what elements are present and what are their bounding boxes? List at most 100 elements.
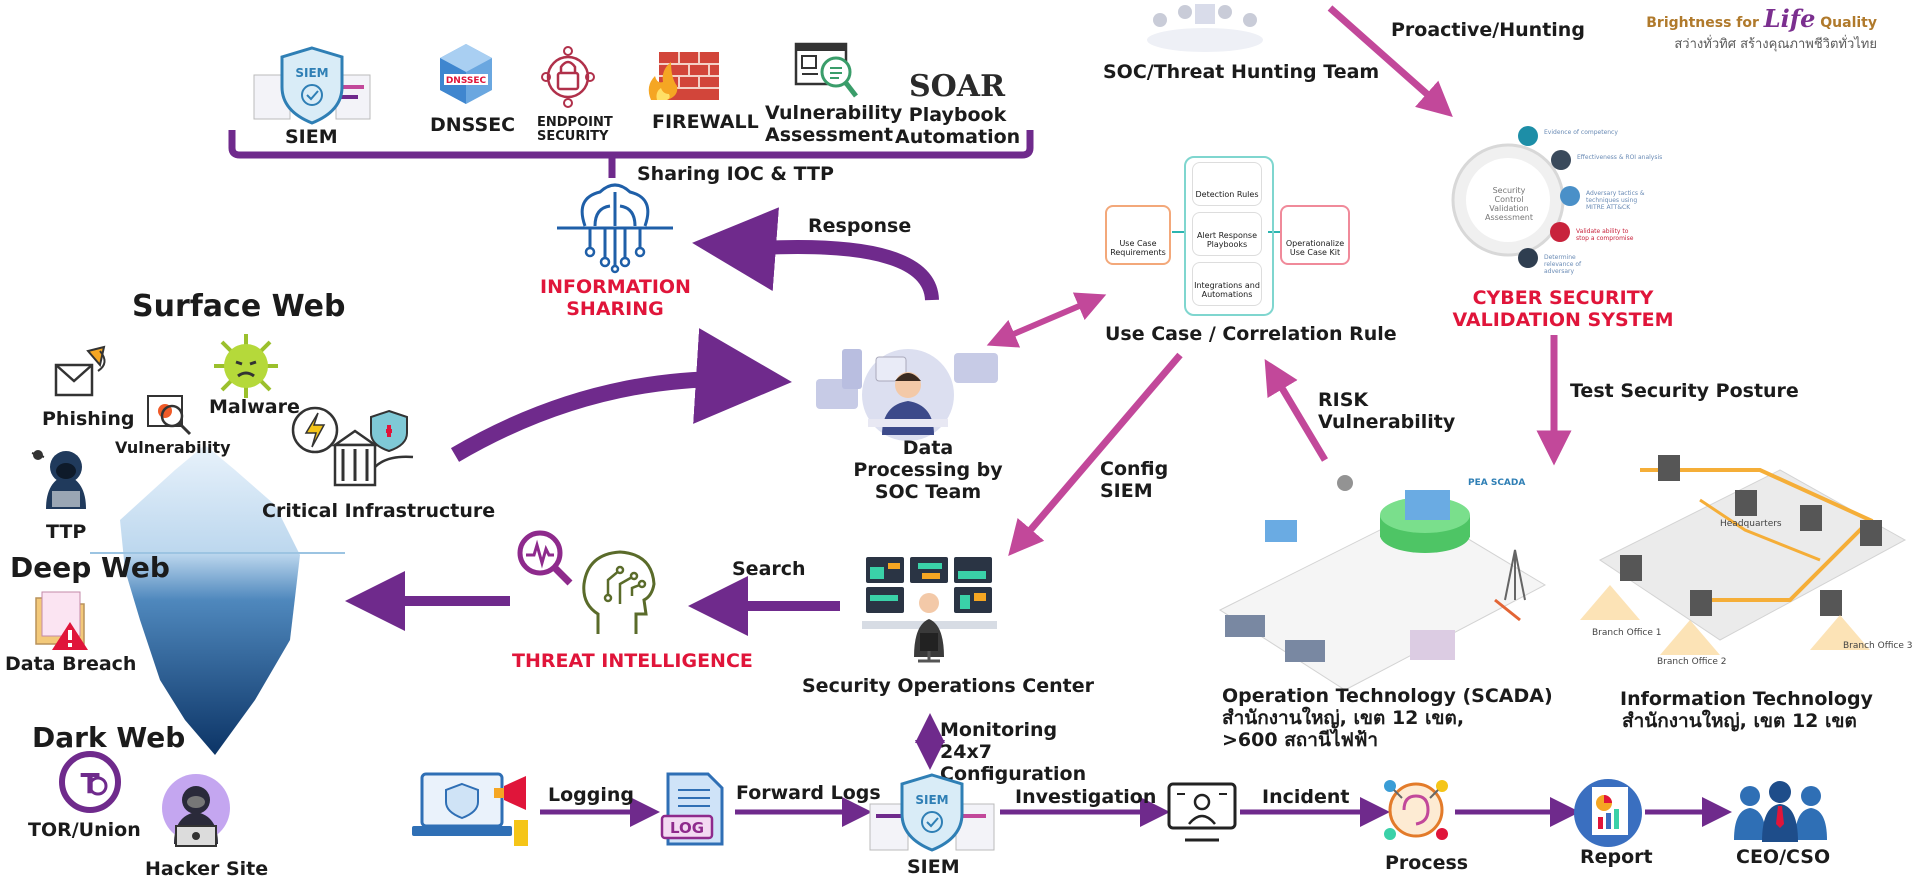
tool-playbook-label: Playbook Automation bbox=[895, 104, 1021, 148]
use-case-title: Use Case / Correlation Rule bbox=[1105, 323, 1397, 345]
use-case-card-operationalize: Operationalize Use Case Kit bbox=[1280, 205, 1350, 265]
use-case-card-requirements: Use Case Requirements bbox=[1105, 205, 1171, 265]
response-label: Response bbox=[808, 215, 912, 237]
deep-web-title: Deep Web bbox=[10, 551, 170, 584]
ttp-label: TTP bbox=[46, 521, 87, 543]
arrow-risk bbox=[1264, 358, 1329, 462]
cyber-validation-title: CYBER SECURITY VALIDATION SYSTEM bbox=[1452, 287, 1674, 331]
data-breach-icon bbox=[32, 588, 94, 650]
log-file-icon: LOG bbox=[660, 770, 732, 848]
it-line2: สำนักงานใหญ่, เขต 12 เขต bbox=[1622, 710, 1857, 732]
validation-item-4: Validate ability to stop a compromise bbox=[1576, 228, 1634, 242]
data-processing-label: Data Processing by SOC Team bbox=[853, 437, 1003, 503]
iceberg-shape bbox=[120, 445, 300, 755]
flow-logging-label: Logging bbox=[548, 784, 635, 806]
tor-label: TOR/Union bbox=[28, 819, 141, 841]
ot-title: Operation Technology (SCADA) bbox=[1222, 685, 1553, 707]
monitoring-label: Monitoring 24x7 Configuration bbox=[940, 719, 1087, 785]
use-case-card-alert: Alert Response Playbooks bbox=[1192, 212, 1262, 256]
soc-workstation-illustration bbox=[862, 553, 997, 663]
it-branch-1: Branch Office 1 bbox=[1592, 628, 1662, 638]
dark-web-title: Dark Web bbox=[32, 721, 186, 754]
ot-line3: >600 สถานีไฟฟ้า bbox=[1222, 729, 1379, 751]
arrow-surface-to-processing bbox=[450, 328, 792, 462]
it-network-illustration bbox=[1580, 455, 1907, 655]
malware-icon bbox=[210, 330, 282, 402]
sharing-ioc-label: Sharing IOC & TTP bbox=[637, 163, 834, 185]
threat-intelligence-title: THREAT INTELLIGENCE bbox=[512, 650, 753, 672]
tool-endpoint-label: ENDPOINT SECURITY bbox=[537, 115, 613, 144]
soar-logo-icon: SOAR bbox=[909, 66, 1006, 104]
logging-computer-icon bbox=[408, 770, 538, 850]
soc-center-label: Security Operations Center bbox=[802, 675, 1094, 697]
siem-shield-icon: SIEM bbox=[252, 45, 372, 125]
risk-vulnerability-label: RISK Vulnerability bbox=[1318, 389, 1456, 433]
arrow-config-siem bbox=[1008, 352, 1183, 556]
it-hq-label: Headquarters bbox=[1720, 519, 1782, 529]
tor-onion-icon: T bbox=[58, 750, 123, 815]
flow-node-report: Report bbox=[1580, 846, 1653, 868]
soc-hunting-label: SOC/Threat Hunting Team bbox=[1103, 61, 1380, 83]
flow-node-ceo: CEO/CSO bbox=[1736, 846, 1831, 868]
it-title: Information Technology bbox=[1620, 688, 1873, 710]
vulnerability-scan-icon bbox=[792, 40, 862, 104]
vulnerability-label: Vulnerability bbox=[115, 438, 231, 457]
tool-dnssec-label: DNSSEC bbox=[430, 114, 516, 136]
arrow-proactive bbox=[1327, 5, 1453, 117]
flow-incident-label: Incident bbox=[1262, 786, 1350, 808]
validation-center-label: Security Control Validation Assessment bbox=[1485, 186, 1533, 222]
validation-item-5: Determine relevance of adversary bbox=[1544, 254, 1582, 275]
use-case-container bbox=[1184, 156, 1274, 316]
brain-network-icon bbox=[555, 178, 675, 274]
critical-infrastructure-icon bbox=[325, 405, 420, 495]
dnssec-cube-icon: DNSSEC bbox=[436, 40, 496, 110]
siem-bottom-badge: SIEM bbox=[915, 793, 948, 807]
lightning-icon bbox=[290, 405, 340, 455]
critical-infrastructure-label: Critical Infrastructure bbox=[262, 500, 496, 522]
soar-text: SOAR bbox=[909, 69, 1006, 104]
it-branch-2: Branch Office 2 bbox=[1657, 657, 1727, 667]
use-case-card-integrations: Integrations and Automations bbox=[1192, 262, 1262, 306]
brand-suffix: Quality bbox=[1820, 15, 1877, 31]
tools-bracket bbox=[228, 130, 1034, 159]
validation-item-2: Effectiveness & ROI analysis bbox=[1577, 154, 1663, 161]
information-sharing-title: INFORMATION SHARING bbox=[540, 276, 691, 320]
threat-intel-head-icon bbox=[578, 548, 660, 636]
config-siem-label: Config SIEM bbox=[1100, 458, 1169, 502]
use-case-card-detection: Detection Rules bbox=[1192, 162, 1262, 206]
phishing-label: Phishing bbox=[42, 408, 135, 430]
flow-node-siem: SIEM bbox=[907, 856, 960, 878]
validation-item-3: Adversary tactics & techniques using MIT… bbox=[1586, 190, 1645, 211]
validation-item-1: Evidence of competency bbox=[1544, 129, 1618, 136]
phishing-icon bbox=[52, 345, 112, 405]
threat-intel-search-icon bbox=[514, 527, 576, 589]
ot-scada-label: PEA SCADA bbox=[1468, 478, 1526, 488]
siem-badge: SIEM bbox=[295, 66, 328, 80]
hacker-site-icon bbox=[160, 772, 232, 852]
brand-prefix: Brightness for bbox=[1646, 15, 1759, 31]
firewall-icon bbox=[645, 48, 720, 103]
test-posture-label: Test Security Posture bbox=[1570, 380, 1799, 402]
process-brain-icon bbox=[1378, 772, 1454, 848]
data-breach-label: Data Breach bbox=[5, 653, 137, 675]
tool-firewall-label: FIREWALL bbox=[652, 111, 759, 133]
brand-thai: สว่างทั่วทิศ สร้างคุณภาพชีวิตทั่วไทย bbox=[1674, 37, 1877, 52]
it-branch-3: Branch Office 3 bbox=[1843, 641, 1912, 651]
flow-investigation-label: Investigation bbox=[1015, 786, 1157, 808]
investigation-monitor-icon bbox=[1165, 780, 1240, 844]
vulnerability-icon bbox=[146, 392, 194, 436]
executives-icon bbox=[1728, 780, 1833, 842]
ot-line2: สำนักงานใหญ่, เขต 12 เขต, bbox=[1222, 707, 1465, 729]
ttp-hacker-icon bbox=[28, 445, 104, 511]
data-processing-illustration bbox=[812, 335, 1007, 441]
flow-forward-label: Forward Logs bbox=[736, 782, 881, 804]
log-badge: LOG bbox=[670, 819, 704, 837]
flow-node-process: Process bbox=[1385, 852, 1469, 874]
arrow-processing-usecase bbox=[986, 292, 1107, 348]
siem-bottom-icon: SIEM bbox=[868, 772, 996, 854]
malware-label: Malware bbox=[209, 396, 300, 418]
tool-siem-label: SIEM bbox=[285, 126, 338, 148]
tool-vuln-label: Vulnerability Assessment bbox=[765, 102, 903, 146]
report-icon bbox=[1572, 775, 1644, 850]
